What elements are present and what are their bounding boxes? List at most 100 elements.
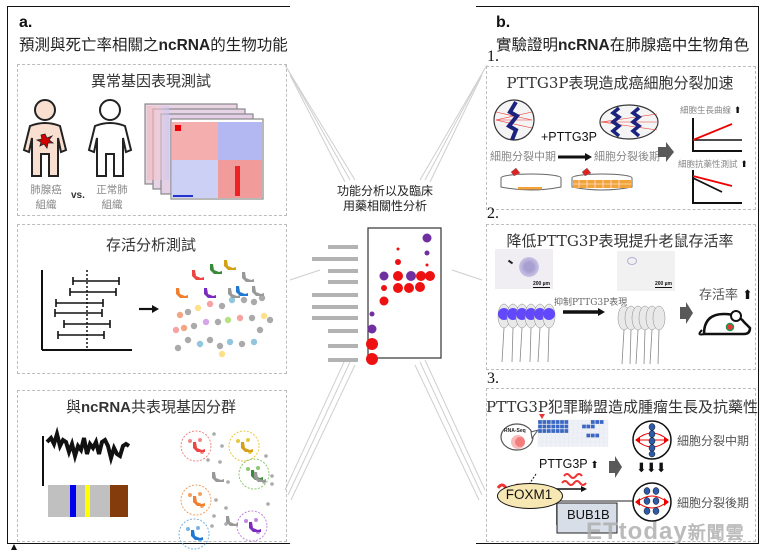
bubble <box>369 311 375 317</box>
bub1b-label: BUB1B <box>567 507 610 522</box>
matrix-cell <box>573 419 578 425</box>
matrix-cell <box>577 442 582 447</box>
metaphase-label-2: 細胞分裂中期 <box>677 434 750 448</box>
panel-b-title-pre: 實驗證明 <box>496 36 559 54</box>
gene-symbol-icon <box>193 442 205 452</box>
cluster-dot <box>236 439 240 443</box>
background-dot <box>220 444 224 448</box>
background-dot <box>224 522 228 526</box>
bubble-chart <box>312 227 442 365</box>
mouse-tail <box>621 329 625 365</box>
matrix-cell <box>595 437 600 443</box>
bubble <box>424 250 430 256</box>
metaphase-label: 細胞分裂中期 <box>490 150 556 163</box>
matrix-cell <box>537 424 543 429</box>
mouse-tail <box>519 327 523 363</box>
gene-dot <box>226 338 234 346</box>
matrix-cell <box>568 419 573 425</box>
up-arrow-icon: ⬆ <box>738 288 754 303</box>
bubble <box>366 353 378 365</box>
matrix-cell <box>551 437 556 443</box>
panel-a-title-bold: ncRNA <box>158 37 211 54</box>
matrix-cell <box>537 419 543 425</box>
gene-dot <box>218 302 226 310</box>
matrix-cell <box>568 428 573 434</box>
bubble <box>381 285 387 291</box>
matrix-cell <box>542 442 547 447</box>
matrix-cell <box>551 442 556 447</box>
matrix-cell <box>577 433 582 438</box>
vs-label: vs. <box>71 190 85 201</box>
anaphase-cell-icon <box>599 104 659 140</box>
gene-cluster-cloud <box>178 430 274 550</box>
matrix-cell <box>555 428 560 434</box>
matrix-cell <box>568 433 573 438</box>
gene-symbol-icon <box>192 270 204 280</box>
matrix-cell <box>546 433 551 438</box>
normal-person-icon <box>87 99 133 177</box>
pttg3p-label: PTTG3P ⬆ <box>539 457 599 471</box>
histology-tumor-image: 200 µm <box>495 249 553 289</box>
survival-test-title: 存活分析測試 <box>105 236 196 254</box>
step1-number: 1. <box>487 48 499 65</box>
gene-dot <box>174 344 182 352</box>
histology-normal-image: 200 µm <box>617 251 675 291</box>
coexpression-title-pre: 與 <box>65 398 81 416</box>
panel-b-title-post: 在肺腺癌中生物角色 <box>609 36 750 54</box>
matrix-cell <box>590 433 595 438</box>
bubble <box>404 283 414 293</box>
matrix-cell <box>551 424 556 429</box>
gene-symbol-icon <box>191 530 203 540</box>
background-dot <box>264 454 268 458</box>
matrix-cell <box>546 437 551 443</box>
growth-curve-label: 細胞生長曲線 ⬆ <box>680 104 741 116</box>
scale-bar-1: 200 µm <box>532 281 550 288</box>
matrix-cell <box>599 437 604 443</box>
background-dot <box>270 474 274 478</box>
cluster-dot <box>196 526 200 530</box>
mice-imaging-treated <box>617 305 666 365</box>
matrix-cell <box>573 433 578 438</box>
matrix-cell <box>595 424 600 429</box>
background-dot <box>224 506 228 510</box>
matrix-cell <box>599 433 604 438</box>
matrix-cell <box>573 428 578 434</box>
right-arrow-icon <box>139 305 159 313</box>
gene-bar <box>328 269 358 273</box>
gene-symbol-icon <box>249 522 261 532</box>
matrix-cell <box>564 437 569 443</box>
gene-bar <box>328 245 358 249</box>
gene-bar <box>328 358 358 362</box>
matrix-cell <box>551 433 556 438</box>
center-title-line1: 功能分析以及臨床 <box>336 184 433 198</box>
mouse-tail <box>511 327 514 363</box>
tumor-label-line1: 肺腺癌 <box>30 184 62 196</box>
matrix-cell <box>577 424 582 429</box>
watermark: ETtoday新聞雲 <box>586 518 745 546</box>
gene-symbol-icon <box>193 496 205 506</box>
matrix-cell <box>586 428 591 434</box>
tumor-person-icon <box>22 99 68 177</box>
center-title-line2: 用藥相關性分析 <box>342 199 427 213</box>
bubble <box>406 271 416 281</box>
gene-symbol-icon <box>224 260 236 270</box>
matrix-cell <box>568 424 573 429</box>
cluster-dot <box>246 467 250 471</box>
cluster-dot <box>256 466 260 470</box>
matrix-cell <box>595 428 600 434</box>
drug-resistance-text: 細胞抗藥性測試 <box>678 160 738 170</box>
matrix-cell <box>551 419 556 425</box>
metaphase-cell-icon <box>493 99 535 141</box>
drug-resistance-chart <box>692 170 742 204</box>
mice-imaging-tumor <box>497 303 556 363</box>
mouse-tail <box>657 329 660 365</box>
matrix-cell <box>599 419 604 425</box>
matrix-cell <box>577 419 582 425</box>
long-arrow-icon <box>558 153 592 161</box>
matrix-cell <box>555 437 560 443</box>
matrix-cell <box>595 442 600 447</box>
gene-symbol-icon <box>242 272 254 282</box>
coexpression-title-bold: ncRNA <box>80 399 131 416</box>
matrix-cell <box>599 442 604 447</box>
gene-dot <box>218 350 226 358</box>
